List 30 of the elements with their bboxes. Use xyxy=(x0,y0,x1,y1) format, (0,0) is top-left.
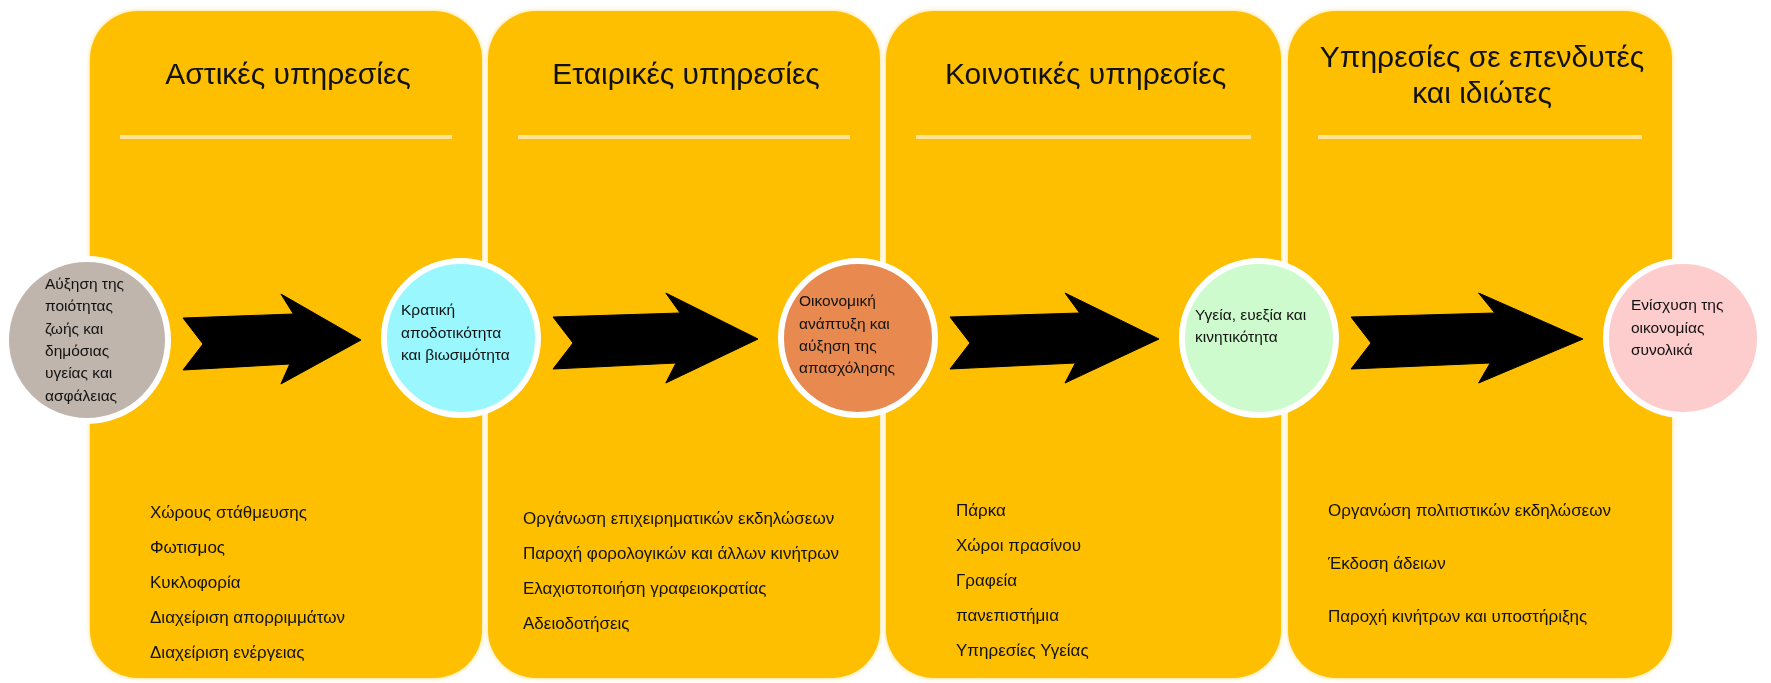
goal-text: Κρατική αποδοτικότητα και βιωσιμότητα xyxy=(401,300,511,366)
goal-text: Ενίσχυση της οικονομίας συνολικά xyxy=(1631,295,1725,361)
goal-text: Υγεία, ευεξία και κινητικότητα xyxy=(1195,304,1308,347)
service-item: Οργανώση πολιτιστικών εκδηλώσεων xyxy=(1328,501,1612,521)
panel-title: Υπηρεσίες σε επενδυτές και ιδιώτες xyxy=(1318,39,1646,111)
chevron-arrow xyxy=(182,293,362,385)
service-item: Υπηρεσίες Υγείας xyxy=(956,641,1090,661)
service-item: Αδειοδοτήσεις xyxy=(523,614,631,634)
service-item: Διαχείριση απορριμμάτων xyxy=(150,608,346,628)
panel-title: Κοινοτικές υπηρεσίες xyxy=(943,56,1228,92)
service-item: Διαχείριση ενέργειας xyxy=(150,643,306,663)
service-item: Κυκλοφορία xyxy=(150,573,242,593)
service-item: Χώροι πρασίνου xyxy=(956,536,1082,556)
service-item: Έκδοση άδειων xyxy=(1328,554,1447,574)
service-item: Πάρκα xyxy=(956,501,1007,521)
service-item: Γραφεία xyxy=(956,571,1019,591)
service-item: Φωτισμος xyxy=(150,538,227,558)
service-item: Παροχή κινήτρων και υποστήριξης xyxy=(1328,607,1589,627)
panel-title: Εταιρικές υπηρεσίες xyxy=(551,56,821,92)
goal-text: Αύξηση της ποιότητας ζωής και δημόσιας υγείας και ασφάλειας xyxy=(45,273,126,406)
service-item: πανεπιστήμια xyxy=(956,606,1060,626)
service-item: Ελαχιστοποιήση γραφειοκρατίας xyxy=(523,579,768,599)
chevron-arrow xyxy=(1350,292,1584,384)
goal-text: Οικονομική ανάπτυξη και αύξηση της απασχόλησης xyxy=(799,291,897,379)
service-item: Οργάνωση επιχειρηματικών εκδηλώσεων xyxy=(523,509,836,529)
service-item: Παροχή φορολογικών και άλλων κινήτρων xyxy=(523,544,840,564)
panel-title: Αστικές υπηρεσίες xyxy=(164,56,412,92)
service-item: Χώρους στάθμευσης xyxy=(150,503,308,523)
chevron-arrow xyxy=(552,292,759,384)
chevron-arrow xyxy=(949,292,1160,384)
